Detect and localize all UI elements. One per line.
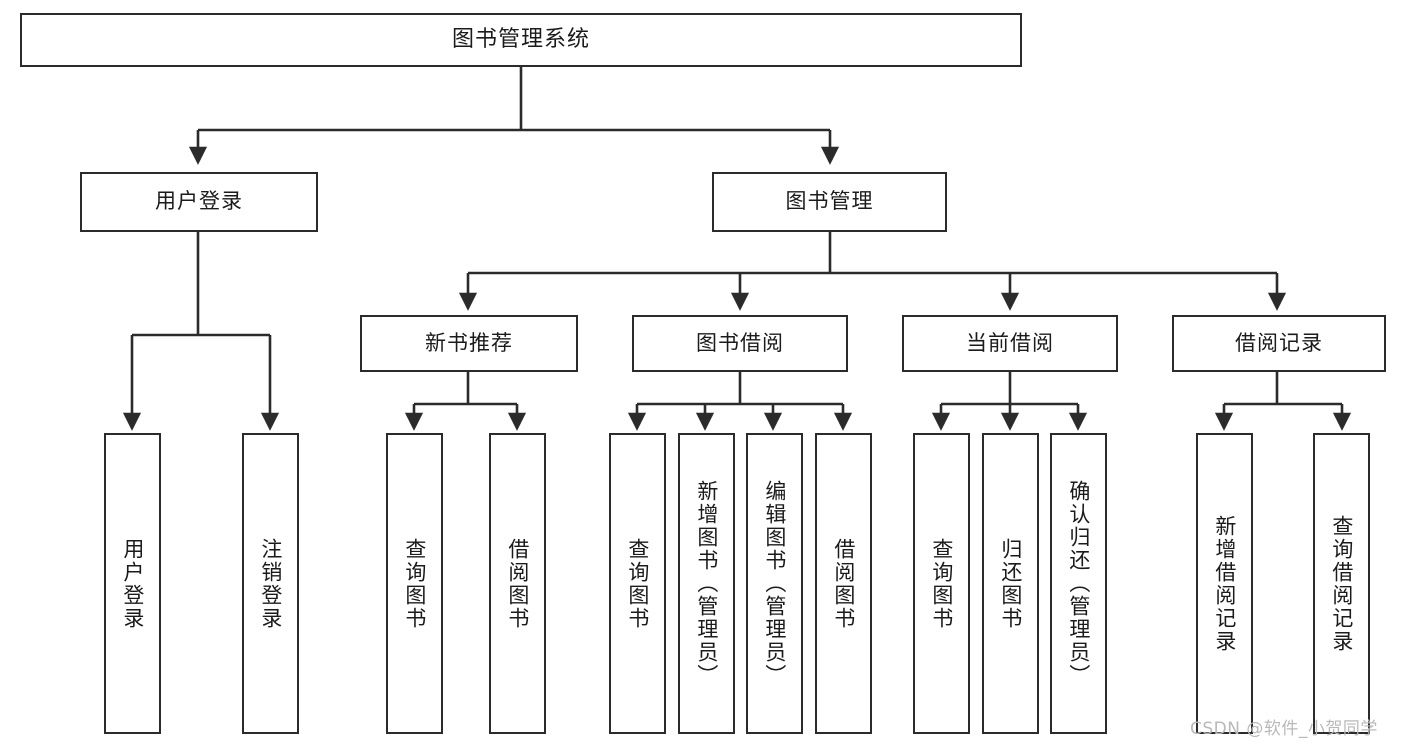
leaf-current-query-book[interactable]: 查询图书 [913, 433, 970, 734]
node-current-borrow[interactable]: 当前借阅 [902, 315, 1118, 372]
leaf-recommend-borrow-book[interactable]: 借阅图书 [489, 433, 546, 734]
leaf-borrow-query-book[interactable]: 查询图书 [609, 433, 666, 734]
node-new-book-recommend[interactable]: 新书推荐 [360, 315, 578, 372]
leaf-current-return-book[interactable]: 归还图书 [982, 433, 1039, 734]
leaf-user-login[interactable]: 用户登录 [104, 433, 161, 734]
node-user-login[interactable]: 用户登录 [80, 172, 318, 232]
node-borrow-record[interactable]: 借阅记录 [1172, 315, 1386, 372]
leaf-record-query-borrow-record[interactable]: 查询借阅记录 [1313, 433, 1370, 734]
node-book-borrow[interactable]: 图书借阅 [632, 315, 848, 372]
leaf-user-logout[interactable]: 注销登录 [242, 433, 299, 734]
leaf-current-confirm-return-admin[interactable]: 确认归还（管理员） [1050, 433, 1107, 734]
leaf-borrow-borrow-book[interactable]: 借阅图书 [815, 433, 872, 734]
node-root-system[interactable]: 图书管理系统 [20, 13, 1022, 67]
node-book-management[interactable]: 图书管理 [712, 172, 947, 232]
leaf-borrow-add-book-admin[interactable]: 新增图书（管理员） [678, 433, 735, 734]
csdn-watermark: CSDN @软件_小贺同学 [1190, 719, 1378, 739]
leaf-record-add-borrow-record[interactable]: 新增借阅记录 [1196, 433, 1253, 734]
leaf-recommend-query-book[interactable]: 查询图书 [386, 433, 443, 734]
leaf-borrow-edit-book-admin[interactable]: 编辑图书（管理员） [746, 433, 803, 734]
